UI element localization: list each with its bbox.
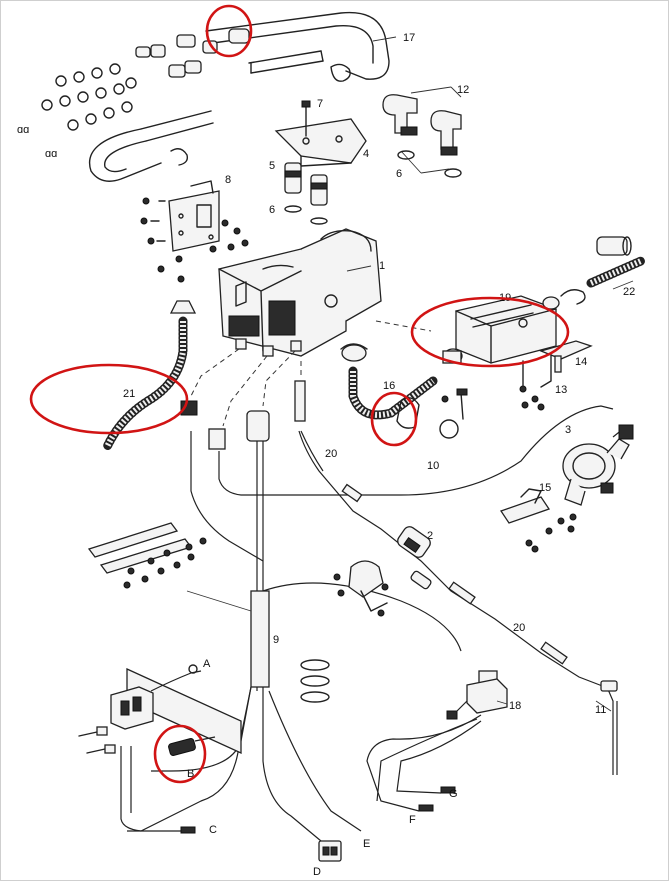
label-12: 12 <box>457 84 469 96</box>
heater-unit-1 <box>218 228 382 357</box>
coolant-pump-3 <box>562 424 634 506</box>
label-A: A <box>203 658 211 670</box>
elbow-connectors-12 <box>382 86 462 178</box>
o-ring-group <box>300 659 330 703</box>
label-14: 14 <box>575 356 587 368</box>
label-21: 21 <box>123 388 135 400</box>
label-16: 16 <box>383 380 395 392</box>
label-11: 11 <box>595 704 606 716</box>
svg-text:ɑɑ: ɑɑ <box>45 148 57 160</box>
fuse-holder-plate <box>78 664 242 756</box>
exhaust-pipe-21 <box>102 300 197 452</box>
label-3: 3 <box>565 424 571 436</box>
label-6a: 6 <box>396 168 402 180</box>
svg-text:ɑɑ: ɑɑ <box>17 124 29 136</box>
pipe-stubs-5-6 <box>284 162 328 225</box>
pipe-clamp <box>439 388 468 439</box>
label-15: 15 <box>539 482 551 494</box>
label-17: 17 <box>403 32 415 44</box>
hose-loop-lower-left <box>89 110 214 182</box>
temperature-sensor-11 <box>600 680 618 775</box>
label-D: D <box>313 866 321 878</box>
label-4: 4 <box>363 148 369 160</box>
hose-connectors-top <box>135 28 250 78</box>
label-F: F <box>409 814 416 826</box>
highlight-muffler <box>410 296 570 368</box>
intake-pipe-16 <box>340 343 438 429</box>
label-22: 22 <box>623 286 635 298</box>
mounting-bracket-8 <box>150 180 220 252</box>
label-6b: 6 <box>269 204 275 216</box>
highlight-markers <box>29 4 570 784</box>
highlight-intake-pipe <box>370 391 418 447</box>
leader-lines <box>186 36 634 712</box>
assembly-guide-lines <box>190 320 432 427</box>
label-B: B <box>187 768 194 780</box>
label-1: 1 <box>379 260 385 272</box>
label-18: 18 <box>509 700 521 712</box>
control-switch-18 <box>366 670 508 812</box>
label-20a: 20 <box>325 448 337 460</box>
label-E: E <box>363 838 370 850</box>
label-G: G <box>449 788 458 800</box>
label-C: C <box>209 824 217 836</box>
label-5: 5 <box>269 160 275 172</box>
fuel-line-20 <box>298 430 606 688</box>
label-9: 9 <box>273 634 279 646</box>
label-13: 13 <box>555 384 567 396</box>
pump-bracket-15 <box>499 488 577 553</box>
hose-clamps-group: ɑɑ ɑɑ <box>17 63 137 160</box>
label-7: 7 <box>317 98 323 110</box>
label-2: 2 <box>427 530 433 542</box>
label-10: 10 <box>427 460 439 472</box>
muffler-19 <box>442 295 560 364</box>
connectors-under-unit <box>180 380 306 450</box>
exhaust-tail-22 <box>560 236 646 305</box>
plug-connector-d <box>318 840 342 862</box>
highlight-fuse-b <box>153 724 207 784</box>
part-labels: 17 12 7 4 6 5 6 8 1 19 22 14 13 21 16 3 … <box>123 32 635 878</box>
dosing-pump-holder <box>333 560 389 617</box>
screws-group-8 <box>140 197 249 283</box>
cover-bracket-4 <box>274 100 367 167</box>
fuel-dosing-pump-2 <box>397 526 432 590</box>
mounting-plate-screws <box>87 522 207 589</box>
highlight-exhaust-pipe <box>29 363 189 435</box>
highlight-hose-connector <box>205 4 253 58</box>
label-8: 8 <box>225 174 231 186</box>
coolant-hose-17 <box>205 11 390 82</box>
terminal-c <box>180 826 196 834</box>
bracket-14 <box>519 340 593 411</box>
wiring-harness <box>120 405 614 842</box>
label-20b: 20 <box>513 622 525 634</box>
